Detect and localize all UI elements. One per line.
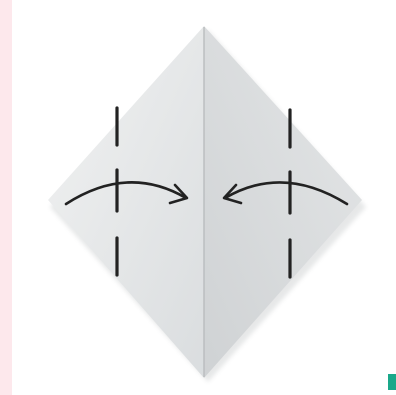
corner-accent-mark: [388, 374, 396, 390]
paper-right-half: [204, 26, 362, 378]
